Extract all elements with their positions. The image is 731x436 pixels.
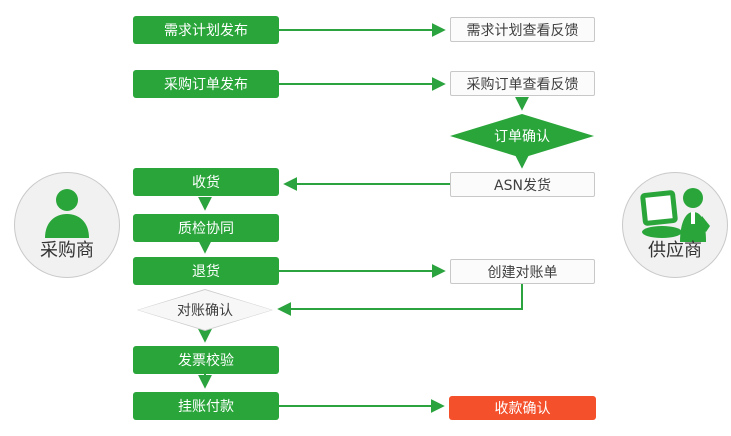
node-statement-confirm-decision: 对账确认 xyxy=(137,289,273,331)
node-demand-plan-feedback: 需求计划查看反馈 xyxy=(450,17,595,42)
person-with-laptop-icon xyxy=(640,188,710,242)
node-receipt-confirm: 收款确认 xyxy=(449,396,596,420)
actor-buyer-label: 采购商 xyxy=(40,240,94,261)
node-asn-ship: ASN发货 xyxy=(450,172,595,197)
node-return-goods: 退货 xyxy=(133,257,279,285)
node-payment-on-account: 挂账付款 xyxy=(133,392,279,420)
node-receive-goods: 收货 xyxy=(133,168,279,196)
person-icon xyxy=(45,189,89,238)
node-statement-confirm-label: 对账确认 xyxy=(177,303,233,319)
actor-supplier: 供应商 xyxy=(622,172,728,278)
connector-statement-to-confirm-arrow xyxy=(277,284,523,316)
node-po-feedback: 采购订单查看反馈 xyxy=(450,71,595,96)
node-order-confirm-decision: 订单确认 xyxy=(450,114,594,158)
node-demand-plan-publish: 需求计划发布 xyxy=(133,16,279,44)
node-quality-collab: 质检协同 xyxy=(133,214,279,242)
node-order-confirm-label: 订单确认 xyxy=(494,129,550,145)
actor-buyer: 采购商 xyxy=(14,172,120,278)
actor-supplier-label: 供应商 xyxy=(648,240,702,261)
node-create-statement: 创建对账单 xyxy=(450,259,595,284)
node-po-publish: 采购订单发布 xyxy=(133,70,279,98)
node-invoice-check: 发票校验 xyxy=(133,346,279,374)
